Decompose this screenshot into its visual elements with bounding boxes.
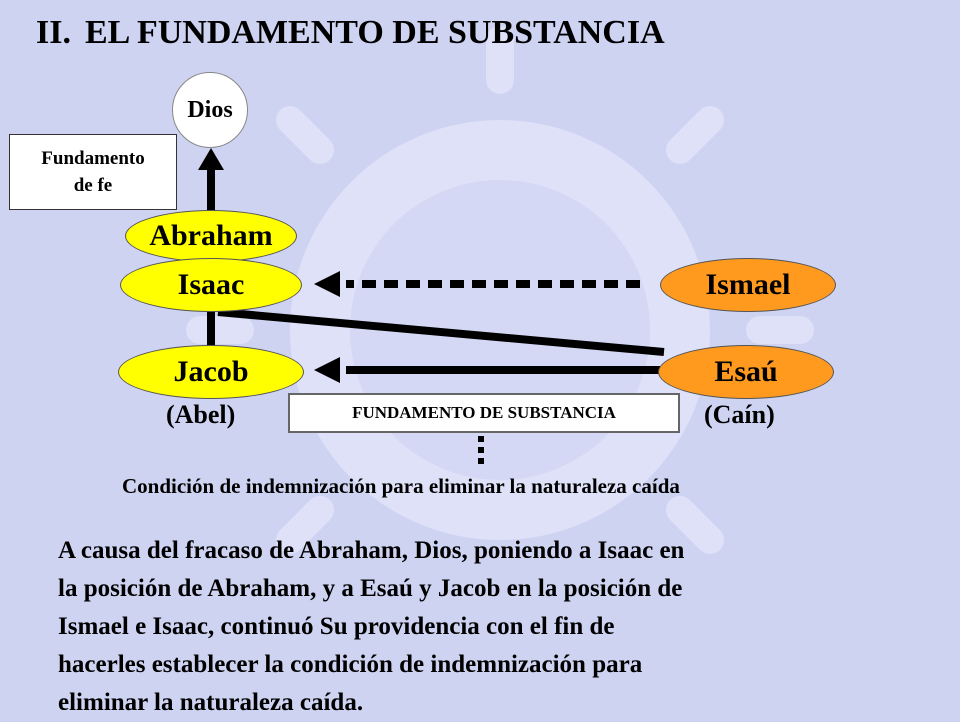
- line-isaac-to-esau: [217, 308, 665, 356]
- paragraph-line: hacerles establecer la condición de inde…: [58, 651, 643, 678]
- fundamento-de-fe-box: Fundamento de fe: [9, 134, 177, 210]
- fundamento-de-substancia-box: FUNDAMENTO DE SUBSTANCIA: [288, 393, 680, 433]
- explanation-paragraph: A causa del fracaso de Abraham, Dios, po…: [58, 532, 898, 722]
- page-title: II. EL FUNDAMENTO DE SUBSTANCIA: [36, 14, 665, 52]
- label-cain: (Caín): [704, 400, 775, 429]
- paragraph-line: Ismael e Isaac, continuó Su providencia …: [58, 613, 615, 640]
- node-dios: Dios: [172, 72, 248, 148]
- paragraph-line: eliminar la naturaleza caída.: [58, 689, 364, 716]
- arrowhead-isaac: [314, 271, 340, 297]
- title-number: II.: [36, 14, 71, 51]
- title-text: EL FUNDAMENTO DE SUBSTANCIA: [84, 14, 665, 51]
- node-abraham: Abraham: [125, 210, 297, 262]
- arrowhead-dios: [198, 148, 224, 170]
- node-ismael: Ismael: [660, 258, 836, 312]
- fundamento-fe-line1: Fundamento: [41, 148, 145, 169]
- label-abel: (Abel): [166, 400, 236, 429]
- paragraph-line: la posición de Abraham, y a Esaú y Jacob…: [58, 575, 683, 602]
- condition-caption: Condición de indemnización para eliminar…: [122, 474, 680, 498]
- arrowhead-jacob: [314, 357, 340, 383]
- node-jacob: Jacob: [118, 345, 304, 399]
- paragraph-line: A causa del fracaso de Abraham, Dios, po…: [58, 537, 685, 564]
- node-esau: Esaú: [658, 345, 834, 399]
- node-isaac: Isaac: [120, 258, 302, 312]
- fundamento-fe-line2: de fe: [73, 175, 113, 196]
